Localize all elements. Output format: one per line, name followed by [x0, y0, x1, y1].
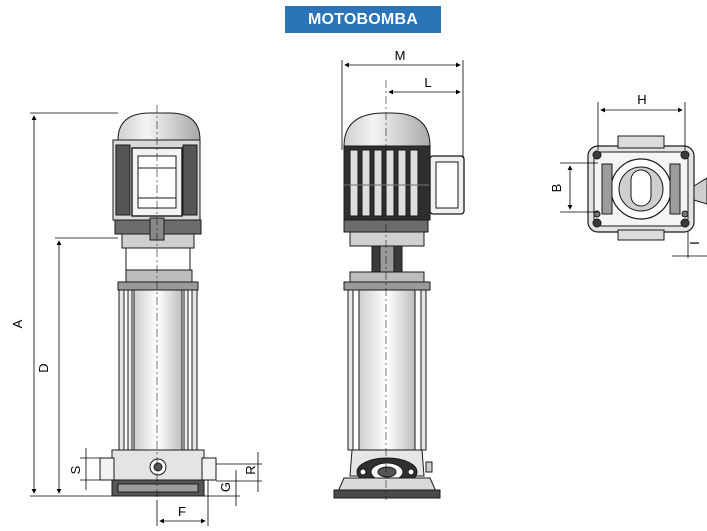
dim-label-i: I [687, 241, 702, 245]
dim-label-f: F [178, 504, 186, 519]
dim-label-b: B [549, 184, 564, 193]
top-dimensions [560, 102, 707, 258]
top-view-pump [587, 135, 707, 241]
dim-label-a: A [10, 319, 25, 328]
dim-label-d: D [36, 363, 51, 372]
title-text: MOTOBOMBA [308, 10, 418, 28]
dim-label-s: S [68, 465, 83, 474]
front-dimensions [30, 112, 262, 526]
side-view-pump [333, 112, 465, 499]
dim-label-l: L [424, 75, 431, 90]
side-dimensions [341, 60, 464, 158]
dim-label-g: G [218, 482, 233, 492]
dim-label-m: M [395, 48, 406, 63]
title-badge: MOTOBOMBA [285, 6, 441, 33]
dim-label-h: H [637, 92, 646, 107]
front-view-pump [99, 112, 217, 497]
dim-label-r: R [243, 465, 258, 474]
